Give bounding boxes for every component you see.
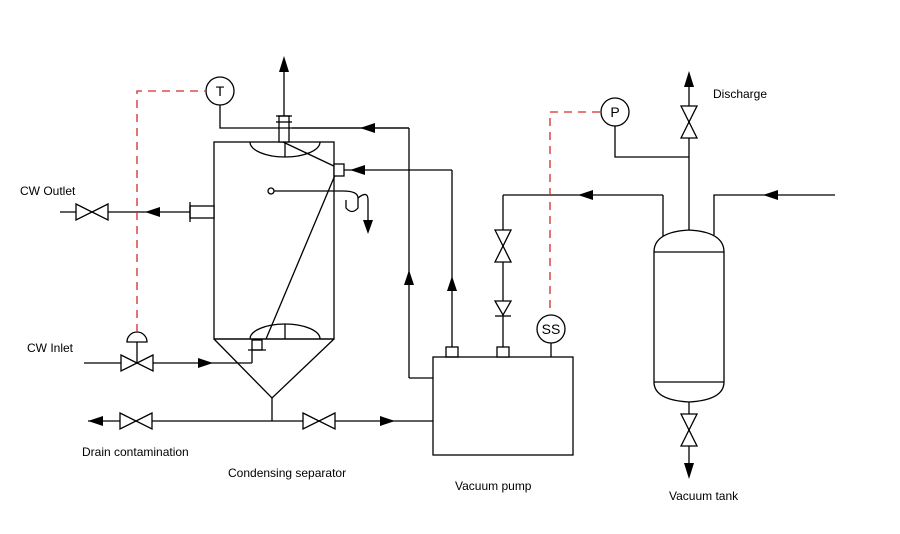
separator-to-pump-line bbox=[344, 165, 459, 358]
separator-side-nozzle bbox=[189, 202, 215, 222]
separator-drip-arrow bbox=[363, 220, 373, 234]
drain-line bbox=[88, 398, 433, 431]
separator-bottom-nozzle bbox=[248, 339, 266, 351]
vacuum-pump bbox=[432, 356, 574, 456]
label-cw-inlet: CW Inlet bbox=[27, 341, 74, 355]
label-condensing-separator: Condensing separator bbox=[228, 466, 346, 480]
pressure-instrument: P bbox=[600, 97, 630, 127]
temperature-signal-line bbox=[136, 90, 205, 332]
cw-inlet-line bbox=[84, 331, 253, 373]
pump-feed-valve bbox=[302, 411, 321, 431]
vacuum-tank-vessel bbox=[653, 190, 835, 403]
discharge-line bbox=[614, 71, 699, 230]
label-vacuum-pump: Vacuum pump bbox=[455, 479, 532, 493]
separator-right-nozzle bbox=[333, 163, 345, 177]
pump-check-valve bbox=[493, 300, 513, 317]
vacuum-tank-drain bbox=[679, 402, 699, 479]
separator-top-nozzle bbox=[276, 56, 292, 143]
pump-suction-valve bbox=[493, 229, 513, 248]
label-cw-outlet: CW Outlet bbox=[20, 184, 76, 198]
discharge-valve bbox=[679, 105, 699, 124]
cw-outlet-line bbox=[60, 202, 190, 222]
label-vacuum-tank: Vacuum tank bbox=[669, 489, 739, 503]
label-drain-contamination: Drain contamination bbox=[82, 445, 189, 459]
label-discharge: Discharge bbox=[713, 87, 767, 101]
speed-switch-signal-line bbox=[549, 111, 600, 314]
cw-inlet-control-valve bbox=[120, 353, 139, 373]
temperature-instrument: T bbox=[205, 76, 409, 129]
temperature-instrument-label: T bbox=[216, 83, 225, 99]
speed-switch-instrument: SS bbox=[536, 314, 566, 357]
speed-switch-label: SS bbox=[542, 321, 561, 337]
pressure-instrument-label: P bbox=[610, 104, 619, 120]
drain-valve bbox=[119, 411, 138, 431]
tank-drain-valve bbox=[679, 413, 699, 432]
vacuum-return-line bbox=[292, 123, 433, 379]
tank-to-pump-line bbox=[493, 190, 663, 358]
condensing-separator-vessel bbox=[213, 141, 369, 399]
